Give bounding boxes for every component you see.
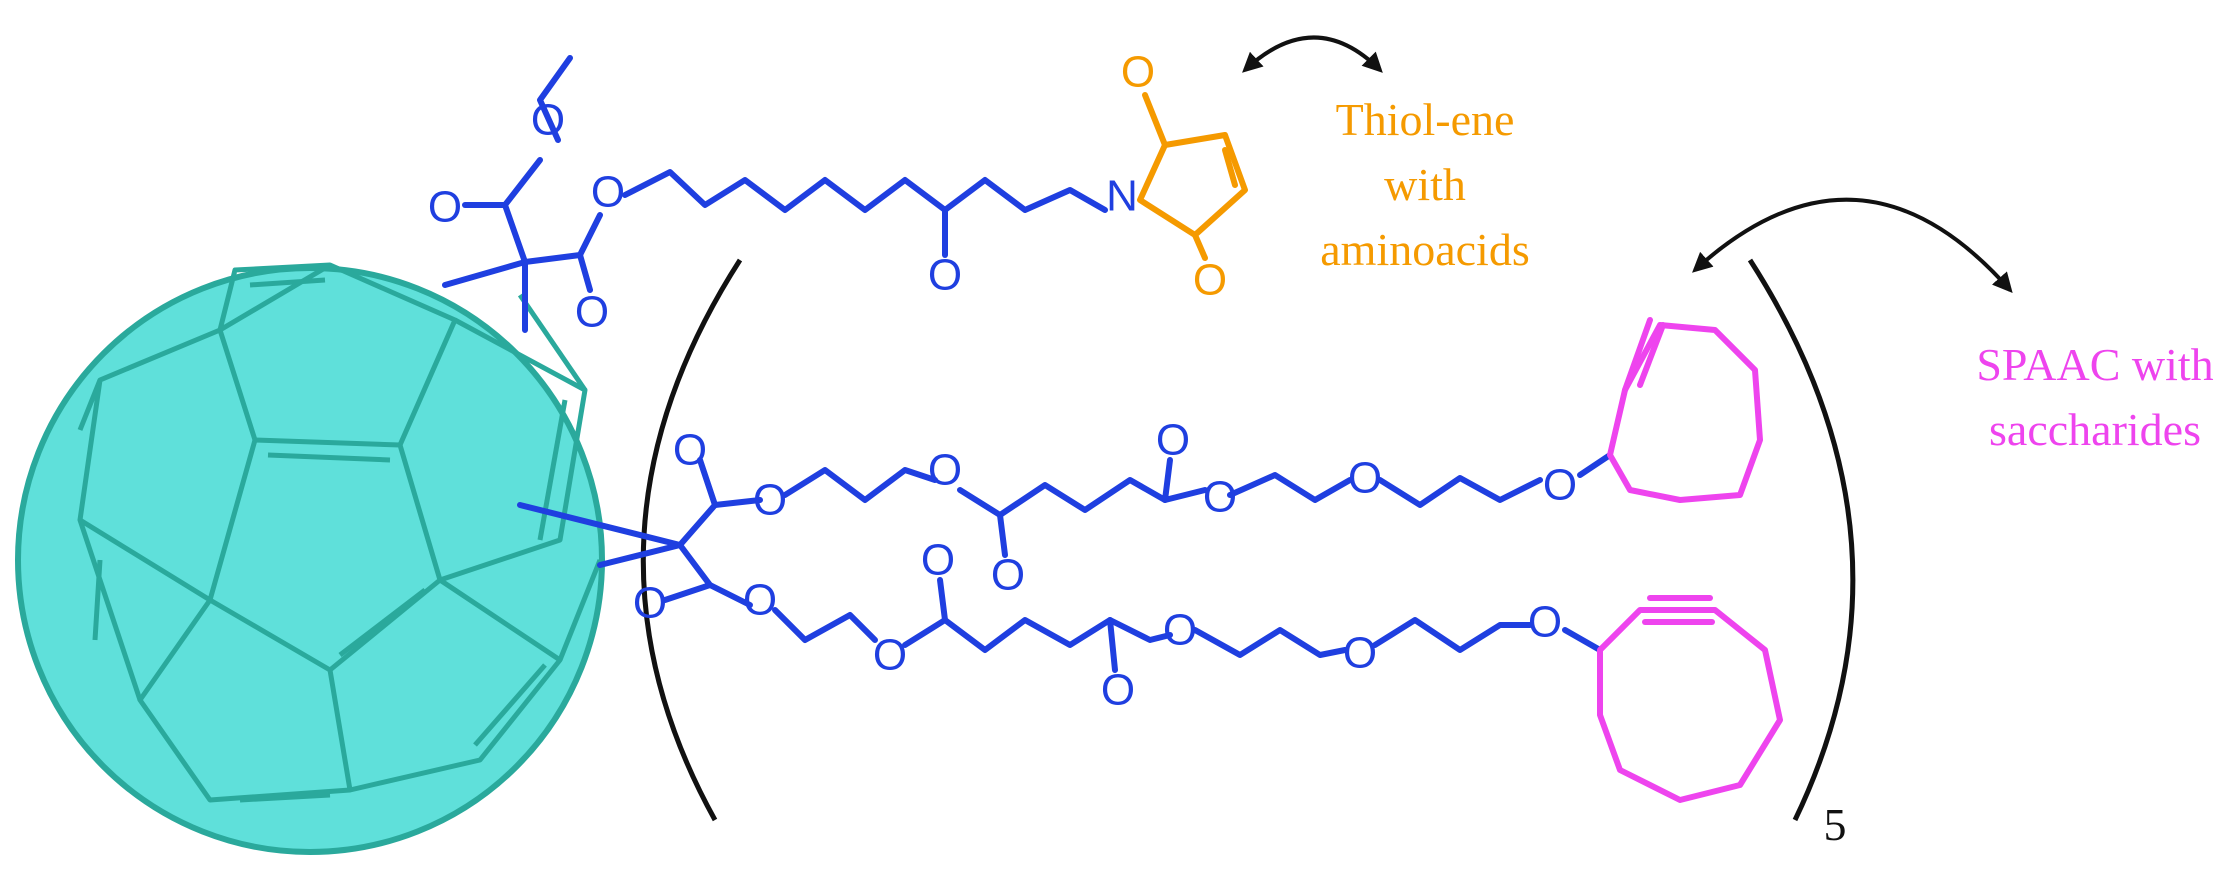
upper-chain-atoms: O O O O O O O O — [673, 416, 1577, 600]
atom-o-ester-b3: O — [1163, 606, 1197, 655]
thiol-ene-line-2: with — [1384, 159, 1466, 210]
thiol-ene-line-1: Thiol-ene — [1336, 94, 1515, 145]
repeat-bracket-left — [640, 258, 743, 822]
atom-o-imide-bottom: O — [1193, 256, 1227, 305]
upper-chain — [782, 457, 1543, 558]
lower-chain — [772, 577, 1533, 673]
maleimide-atoms: N O O — [1106, 48, 1227, 305]
cyclooctyne-upper — [1577, 317, 1763, 503]
atom-o-ethyl-ester: O — [531, 96, 565, 145]
maleimide-group — [1137, 92, 1248, 261]
atom-o-ester-b1: O — [743, 576, 777, 625]
lower-chain-atoms: O O O O O O O O — [633, 536, 1562, 715]
atom-o-ester-carbonyl-2: O — [575, 288, 609, 337]
fullerene-cage-lines — [77, 262, 603, 803]
atom-o-ester-b2: O — [873, 631, 907, 680]
atom-o-succinate-b1: O — [921, 536, 955, 585]
atom-o-ester-carbonyl-1: O — [428, 183, 462, 232]
repeat-subscript: 5 — [1824, 799, 1847, 850]
spaac-label: SPAAC with saccharides — [1976, 339, 2213, 455]
atom-o-ketone: O — [928, 251, 962, 300]
atom-o-ester-a1: O — [753, 476, 787, 525]
spaac-arrow — [1692, 197, 2013, 293]
atom-o-succinate-a2: O — [1156, 416, 1190, 465]
atom-o-ether-b1: O — [1343, 629, 1377, 678]
repeat-bracket-right — [1747, 258, 1856, 822]
atom-n-imide: N — [1106, 172, 1138, 221]
atom-o-succinate-a1: O — [991, 551, 1025, 600]
atom-o-ether-a1: O — [1348, 454, 1382, 503]
fullerene-c60 — [15, 262, 605, 855]
spaac-line-2: saccharides — [1989, 404, 2201, 455]
atom-o-imide-top: O — [1121, 48, 1155, 97]
atom-o-ether-b2: O — [1528, 598, 1562, 647]
atom-o-succinate-b2: O — [1101, 666, 1135, 715]
thiol-ene-line-3: aminoacids — [1320, 224, 1530, 275]
thiol-ene-label: Thiol-ene with aminoacids — [1320, 94, 1530, 275]
spaac-line-1: SPAAC with — [1976, 339, 2213, 390]
atom-o-ester-link: O — [591, 168, 625, 217]
cyclooctyne-lower — [1562, 595, 1783, 803]
atom-o-ether-a2: O — [1543, 461, 1577, 510]
top-malonate-linker — [442, 55, 1108, 333]
atom-o-malonate-carbonyl-b: O — [633, 579, 667, 628]
atom-o-ester-a2: O — [928, 446, 962, 495]
bottom-malonate-linker — [517, 457, 763, 608]
top-linker-atoms: O O O O O — [428, 96, 962, 337]
atom-o-ester-a3: O — [1203, 473, 1237, 522]
thiol-ene-arrow — [1242, 35, 1383, 73]
fullerene-sphere — [15, 265, 605, 855]
atom-o-malonate-carbonyl-a: O — [673, 426, 707, 475]
